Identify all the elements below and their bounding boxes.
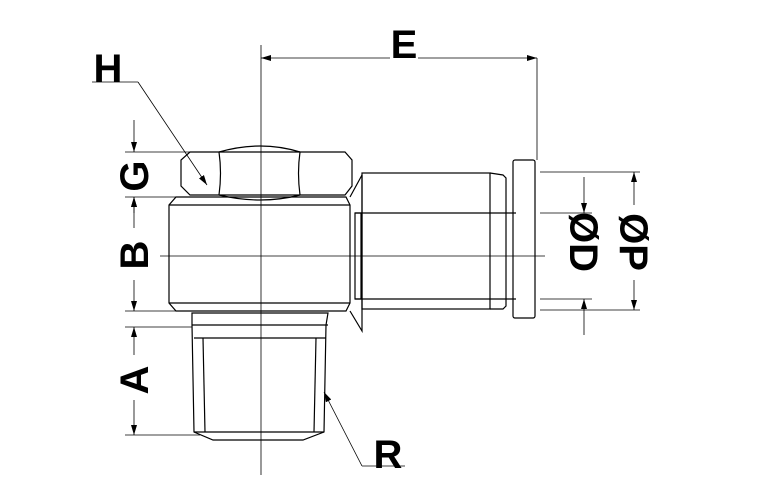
label-diameter-P: ØP [611,213,655,271]
dimensions-left: G B A [113,120,200,436]
dimensions-right: ØD ØP [540,171,655,335]
label-diameter-D: ØD [561,212,605,272]
push-in-connector [349,159,536,334]
label-H: H [94,47,123,91]
label-E: E [391,23,418,67]
label-A: A [113,366,157,395]
dimension-E: E [261,23,538,160]
body [168,196,351,312]
label-R: R [374,433,403,477]
dimension-H: H [92,47,208,186]
hex-nut [180,145,353,201]
dimension-R: R [323,391,405,477]
label-B: B [113,241,157,270]
label-G: G [113,160,157,191]
threaded-stem [191,312,329,441]
